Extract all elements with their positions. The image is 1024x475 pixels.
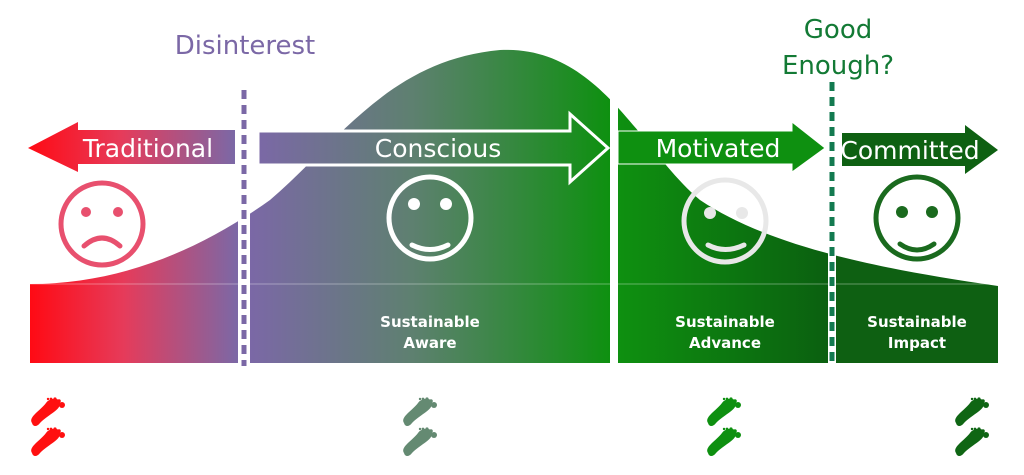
arrow-conscious: Conscious (256, 110, 611, 186)
stage-separator (610, 95, 618, 365)
stage-label-impact-line1: Sustainable (867, 313, 967, 331)
arrow-motivated: Motivated (617, 120, 826, 173)
arrow-committed: Committed (840, 125, 998, 174)
footprints-icon (403, 397, 437, 456)
footprints-icon (955, 397, 989, 456)
stage-label-advance-line1: Sustainable (675, 313, 775, 331)
arrow-traditional: Traditional (28, 122, 235, 172)
stage-label-aware-line2: Aware (403, 334, 456, 352)
stage-label-aware-line1: Sustainable (380, 313, 480, 331)
good-enough-label-line2: Enough? (782, 51, 894, 81)
sad-face-icon (58, 180, 146, 268)
arrow-label-traditional: Traditional (82, 134, 213, 163)
footprints-icon (707, 397, 741, 456)
happy-face-icon (681, 177, 769, 265)
arrow-label-motivated: Motivated (656, 134, 781, 163)
happy-face-icon (873, 174, 961, 262)
disinterest-label: Disinterest (175, 31, 316, 61)
footprints-icon (31, 397, 65, 456)
stage-label-advance-line2: Advance (689, 334, 761, 352)
good-enough-label-line1: Good (804, 15, 872, 45)
stage-label-impact-line2: Impact (888, 334, 946, 352)
arrow-label-committed: Committed (840, 136, 979, 165)
arrow-label-conscious: Conscious (375, 134, 501, 163)
happy-face-icon (386, 174, 474, 262)
